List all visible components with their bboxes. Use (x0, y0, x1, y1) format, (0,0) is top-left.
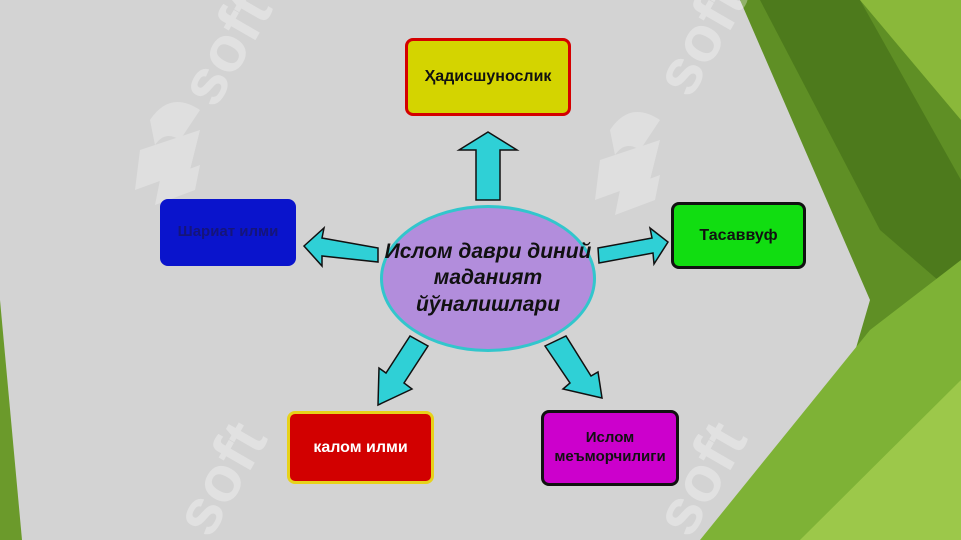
node-sharia: Шариат илми (160, 199, 296, 266)
node-memor-label: Ислом меъморчилиги (554, 429, 666, 465)
green-triangle-light-top (860, 0, 961, 120)
node-hadis: Ҳадисшунослик (405, 38, 571, 116)
center-topic-text: Ислом даври диний маданият йўналишлари (384, 240, 592, 316)
node-tasavvuf: Тасаввуф (671, 202, 806, 269)
arrow-right (597, 226, 669, 267)
green-triangle-lightest (800, 380, 961, 540)
arrow-down-right (543, 335, 603, 399)
node-tasavvuf-label: Тасаввуф (699, 226, 778, 244)
arrow-left (302, 225, 379, 268)
green-triangle-shadow (760, 0, 961, 300)
green-left-sliver (0, 300, 22, 540)
node-kalom-label: калом илми (313, 438, 408, 456)
watermark-logo-group (135, 102, 660, 215)
node-sharia-label: Шариат илми (177, 223, 279, 241)
node-hadis-label: Ҳадисшунослик (424, 68, 552, 85)
node-kalom: калом илми (287, 411, 434, 484)
arrow-down-left (377, 335, 430, 407)
arrow-up (456, 131, 520, 201)
center-topic: Ислом даври диний маданият йўналишлари (380, 205, 596, 352)
node-memor: Ислом меъморчилиги (541, 410, 679, 486)
